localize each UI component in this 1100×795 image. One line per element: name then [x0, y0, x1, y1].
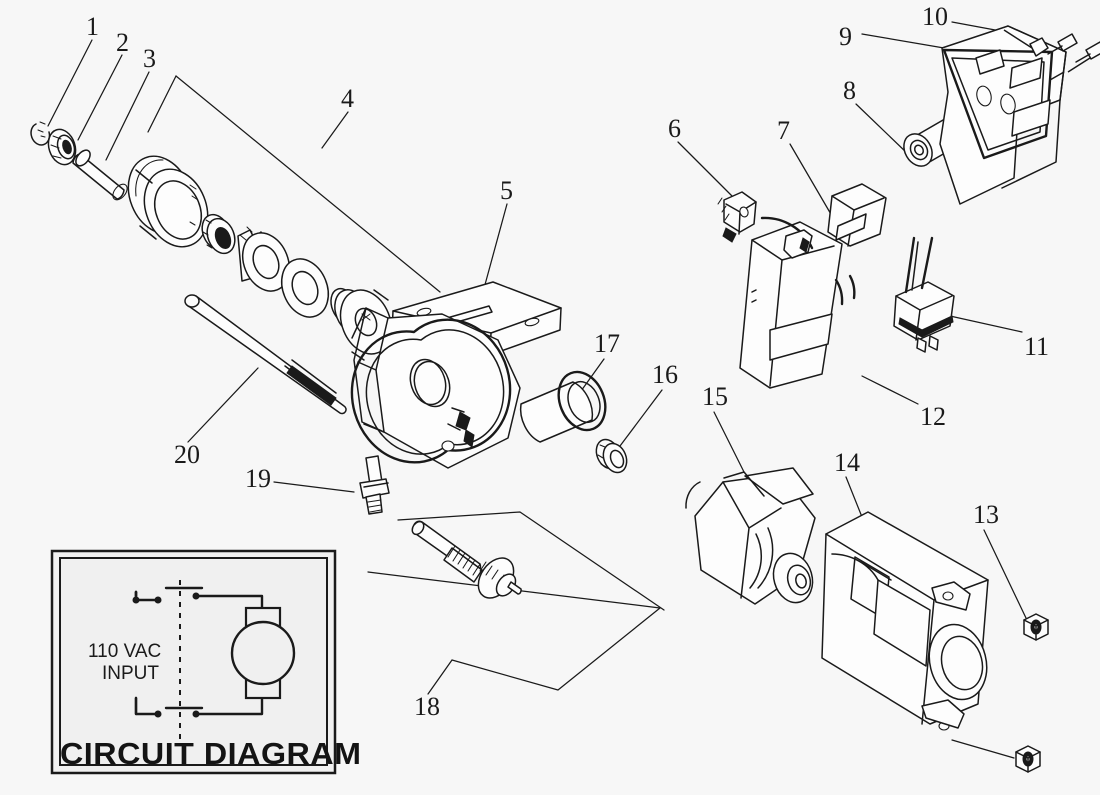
part-gearbox-housing — [350, 307, 521, 469]
part-16-end-cap — [595, 438, 628, 474]
part-3-sleeve — [72, 149, 128, 201]
callout-14[interactable]: 14 — [834, 448, 860, 477]
callout-15[interactable]: 15 — [702, 382, 728, 411]
callout-8[interactable]: 8 — [843, 76, 856, 105]
circuit-input-label-line1: 110 VAC — [88, 641, 162, 662]
part-7-brush-block — [827, 183, 887, 247]
callout-20[interactable]: 20 — [174, 440, 200, 469]
part-19-flange-bolt — [359, 455, 390, 515]
part-pulley — [330, 287, 393, 361]
circuit-input-label-line2: INPUT — [102, 663, 159, 684]
part-9-motor-cover — [939, 25, 1067, 205]
callout-2[interactable]: 2 — [116, 28, 129, 57]
callout-3[interactable]: 3 — [143, 44, 156, 73]
part-12-handle-body — [739, 216, 856, 389]
part-14-motor — [821, 511, 989, 731]
part-bearing-small — [201, 213, 236, 255]
part-2-flanged-bushing — [47, 128, 77, 166]
callout-11[interactable]: 11 — [1024, 332, 1050, 361]
part-18-splined-shaft — [411, 520, 522, 599]
circuit-diagram-box — [50, 549, 337, 775]
callout-13[interactable]: 13 — [973, 500, 999, 529]
part-gear-hub — [237, 226, 291, 292]
callout-7[interactable]: 7 — [777, 116, 790, 145]
callout-16[interactable]: 16 — [652, 360, 678, 389]
callout-10[interactable]: 10 — [922, 2, 948, 31]
part-10-cover-screws — [1003, 29, 1100, 81]
callout-17[interactable]: 17 — [594, 329, 620, 358]
leader-lines — [47, 21, 1027, 695]
part-20-through-bolt — [184, 294, 347, 415]
callout-5[interactable]: 5 — [500, 176, 513, 205]
callout-4[interactable]: 4 — [341, 84, 354, 113]
part-washer-ring — [280, 258, 330, 318]
part-4-bearing-collar — [127, 155, 209, 248]
part-1-retaining-clip — [30, 121, 51, 146]
callout-18[interactable]: 18 — [414, 692, 440, 721]
callout-19[interactable]: 19 — [245, 464, 271, 493]
callout-1[interactable]: 1 — [86, 12, 99, 41]
callout-12[interactable]: 12 — [920, 402, 946, 431]
part-15-gear-housing — [685, 467, 816, 605]
part-6-trigger-lever — [717, 191, 757, 243]
part-11-micro-switch — [893, 236, 955, 353]
part-13-nuts — [951, 613, 1049, 773]
callout-6[interactable]: 6 — [668, 114, 681, 143]
circuit-diagram-title: CIRCUIT DIAGRAM — [60, 736, 362, 771]
callout-9[interactable]: 9 — [839, 22, 852, 51]
part-17-armature-sleeve — [519, 370, 607, 443]
